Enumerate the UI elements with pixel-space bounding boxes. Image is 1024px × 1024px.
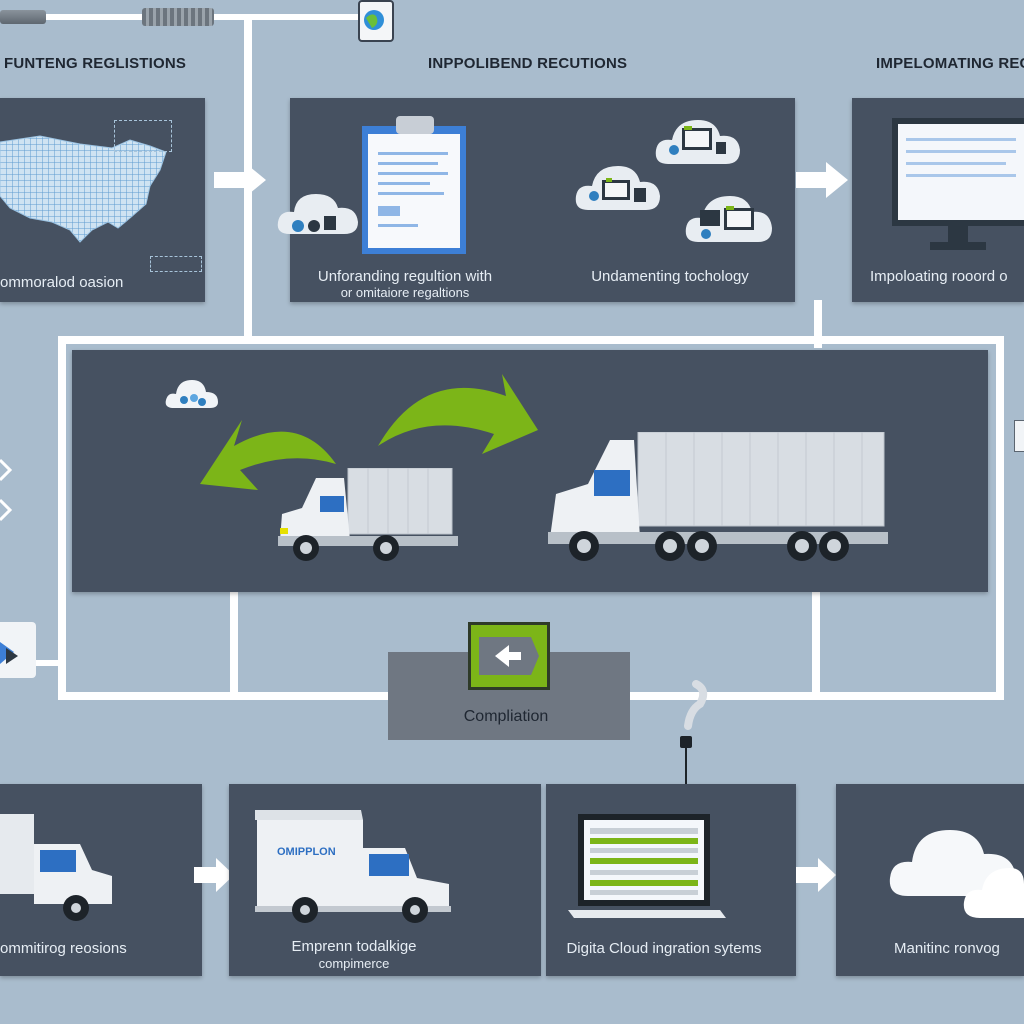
panel-implementing-regulations: Unforanding regultion with or omitaiore … bbox=[277, 98, 795, 302]
arrow-right-icon bbox=[796, 162, 848, 198]
side-chevron-icon bbox=[0, 458, 13, 522]
connector-inner-1 bbox=[230, 592, 238, 696]
connector-inner-2 bbox=[812, 592, 820, 696]
green-arrow-icon bbox=[378, 374, 538, 454]
panel-regulations-map: ommoralod oasion bbox=[0, 98, 205, 302]
green-arrow-icon bbox=[200, 420, 336, 490]
clipboard-icon bbox=[362, 116, 466, 254]
panel-bottom-1: ommitirog reosions bbox=[0, 784, 202, 976]
connector-frame-right bbox=[996, 336, 1004, 700]
side-icon bbox=[0, 622, 36, 678]
cloud-icon bbox=[277, 194, 358, 234]
bolt-icon bbox=[0, 10, 46, 24]
monitor-icon bbox=[892, 118, 1024, 250]
heading-right: IMPELOMATING REC bbox=[876, 55, 1024, 72]
arrow-right-icon bbox=[194, 858, 234, 892]
bottom1-caption: ommitirog reosions bbox=[0, 940, 127, 957]
cloud-icon bbox=[655, 120, 740, 164]
panel-bottom-2: OMIPPLON Emprenn todalkige compimerce bbox=[229, 784, 541, 976]
connector-frame-top bbox=[58, 336, 1004, 344]
panel-fleet-transition bbox=[72, 350, 988, 592]
heading-left: FUNTENG REGLISTIONS bbox=[4, 55, 187, 72]
truck-icon bbox=[278, 468, 458, 561]
heading-center: INPPOLIBEND RECUTIONS bbox=[428, 55, 628, 72]
legend-icon bbox=[114, 120, 172, 152]
truck-side-text: OMIPPLON bbox=[277, 846, 336, 858]
arrow-right-icon bbox=[796, 858, 836, 892]
laptop-icon bbox=[568, 814, 726, 918]
bottom4-caption: Manitinc ronvog bbox=[894, 940, 1000, 957]
panel-implementing-records: Impoloating rooord o bbox=[852, 98, 1024, 302]
monitor-caption: Impoloating rooord o bbox=[870, 268, 1008, 285]
side-box-icon bbox=[1014, 420, 1024, 452]
tech-caption: Undamenting tochology bbox=[591, 268, 749, 285]
panel-bottom-3: Digita Cloud ingration sytems bbox=[546, 784, 796, 976]
bottom2-caption-line2: compimerce bbox=[318, 956, 390, 971]
back-arrow-button[interactable] bbox=[468, 622, 550, 690]
bottom2-caption-line1: Emprenn todalkige bbox=[291, 938, 417, 955]
globe-badge-icon bbox=[358, 0, 394, 42]
truck-icon bbox=[255, 810, 451, 923]
docs-caption-line2: or omitaiore regaltions bbox=[340, 285, 470, 300]
map-caption: ommoralod oasion bbox=[0, 274, 124, 291]
compliance-label: Compliation bbox=[463, 708, 549, 725]
panel-bottom-4: Manitinc ronvog bbox=[836, 784, 1024, 976]
legend-icon bbox=[150, 256, 202, 272]
truck-icon bbox=[0, 814, 112, 921]
connector-mid-vertical-right bbox=[814, 300, 822, 348]
bolt-icon bbox=[142, 8, 214, 26]
truck-icon bbox=[548, 432, 888, 561]
cloud-icon bbox=[575, 166, 660, 210]
cloud-icon bbox=[685, 196, 772, 242]
connector-frame-left bbox=[58, 336, 66, 700]
usa-map-icon bbox=[0, 135, 167, 243]
arrow-right-icon bbox=[214, 162, 266, 198]
docs-caption-line1: Unforanding regultion with bbox=[317, 268, 493, 285]
cloud-icon bbox=[889, 830, 1024, 918]
bottom3-caption: Digita Cloud ingration sytems bbox=[566, 940, 762, 957]
cloud-icon bbox=[165, 380, 218, 408]
